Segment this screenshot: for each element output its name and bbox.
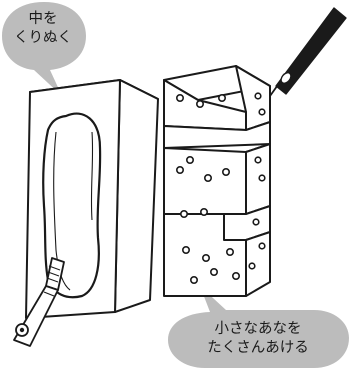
callout-hollow-out-line-1: 中を xyxy=(28,11,58,27)
callout-drill-holes-line-2: たくさんあける xyxy=(207,340,309,356)
callout-hollow-out: 中を くりぬく xyxy=(6,10,80,48)
drilled-block xyxy=(163,65,271,297)
speech-bubble-drill-holes xyxy=(168,286,349,368)
callout-drill-holes: 小さなあなを たくさんあける xyxy=(172,320,344,358)
callout-drill-holes-line-1: 小さなあなを xyxy=(214,321,302,337)
box-cutter-knife-icon xyxy=(13,257,65,347)
hollowed-block xyxy=(25,79,159,319)
callout-hollow-out-line-2: くりぬく xyxy=(14,30,72,46)
awl-icon xyxy=(269,7,347,97)
drilled-holes xyxy=(176,92,266,284)
speech-bubble-hollow-out xyxy=(2,2,86,96)
hollowed-block-side-face xyxy=(114,79,159,313)
hollow-cavity xyxy=(42,112,102,299)
